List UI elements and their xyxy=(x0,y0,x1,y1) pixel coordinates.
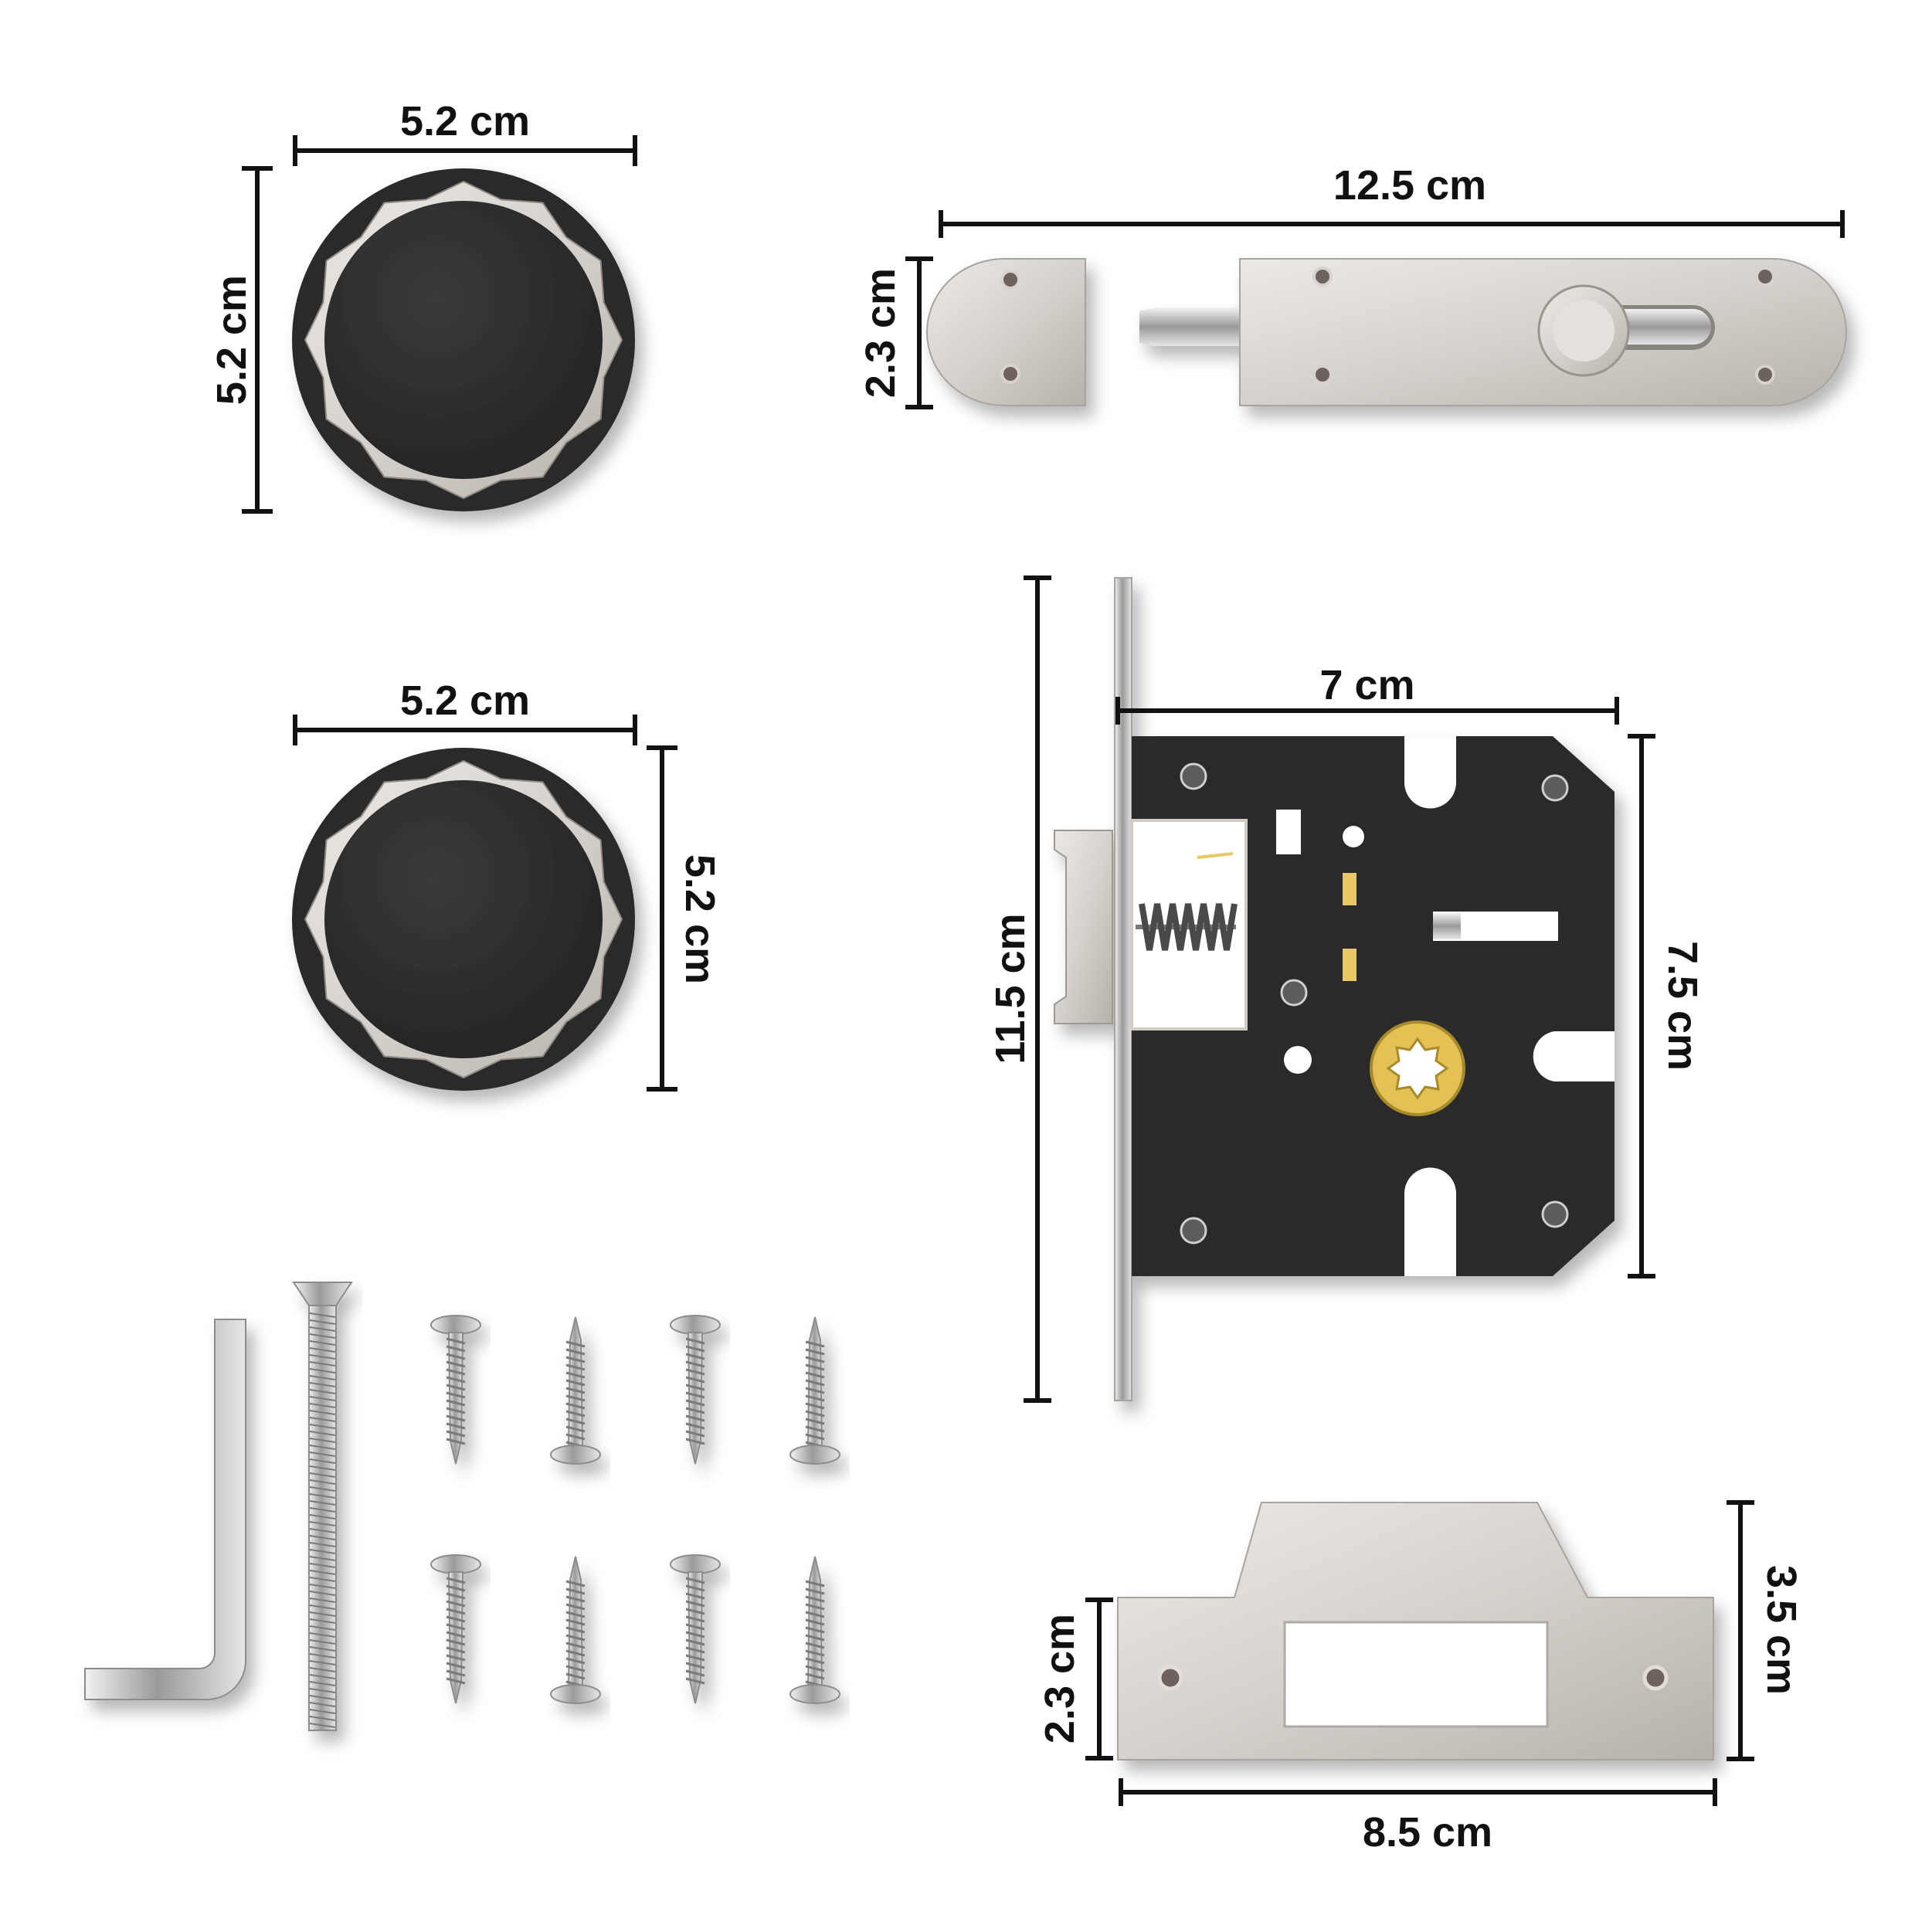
knob-top-width-label: 5.2 cm xyxy=(400,98,530,144)
strike-plate-height-label: 2.3 cm xyxy=(1037,1614,1083,1744)
knob-middle-height-label: 5.2 cm xyxy=(677,854,723,984)
wood-screw-icon xyxy=(550,1316,601,1465)
knob-top-height-label: 5.2 cm xyxy=(209,275,255,405)
wood-screws-group xyxy=(430,1315,840,1704)
wood-screw-icon xyxy=(789,1316,840,1465)
mortise-lock-height-dimension: 11.5 cm xyxy=(987,576,1051,1403)
mortise-lock-body-height-dimension: 7.5 cm xyxy=(1628,734,1706,1278)
wood-screw-icon xyxy=(430,1315,481,1465)
spring-icon xyxy=(1136,903,1238,951)
wood-screw-icon xyxy=(430,1554,481,1704)
wood-screw-icon xyxy=(670,1315,721,1465)
knob-top-width-dimension: 5.2 cm xyxy=(293,98,637,166)
rose-knob-icon xyxy=(292,168,635,511)
wood-screw-icon xyxy=(550,1556,601,1704)
wood-screw-icon xyxy=(670,1554,721,1704)
tower-bolt-length-label: 12.5 cm xyxy=(1333,162,1486,209)
mortise-lock-height-label: 11.5 cm xyxy=(987,913,1034,1064)
tower-bolt-height-label: 2.3 cm xyxy=(857,268,904,398)
strike-plate-height-dimension: 2.3 cm xyxy=(1037,1598,1113,1761)
knob-top-height-dimension: 5.2 cm xyxy=(209,166,273,514)
knob-middle-width-dimension: 5.2 cm xyxy=(293,677,637,745)
mortise-lock-body-width-dimension: 7 cm xyxy=(1115,662,1619,725)
tower-bolt-length-dimension: 12.5 cm xyxy=(939,162,1845,238)
tower-bolt-icon xyxy=(926,258,1847,406)
strike-plate-total-height-label: 3.5 cm xyxy=(1758,1565,1805,1695)
allen-key-icon xyxy=(84,1319,246,1700)
wood-screw-icon xyxy=(789,1556,840,1704)
strike-plate-width-dimension: 8.5 cm xyxy=(1119,1778,1717,1856)
strike-plate-total-height-dimension: 3.5 cm xyxy=(1727,1500,1805,1761)
rose-knob-icon xyxy=(292,748,635,1091)
strike-plate-width-label: 8.5 cm xyxy=(1363,1809,1492,1856)
knob-middle-width-label: 5.2 cm xyxy=(400,677,530,724)
mortise-lock-body-icon xyxy=(1054,577,1615,1401)
connecting-screw-icon xyxy=(292,1282,353,1731)
brass-follower-icon xyxy=(1370,1020,1465,1116)
mortise-lock-body-height-label: 7.5 cm xyxy=(1659,941,1706,1071)
knob-middle-height-dimension: 5.2 cm xyxy=(647,745,723,1092)
mortise-lock-body-width-label: 7 cm xyxy=(1319,662,1414,708)
tower-bolt-height-dimension: 2.3 cm xyxy=(857,256,933,409)
strike-plate-icon xyxy=(1117,1502,1714,1761)
